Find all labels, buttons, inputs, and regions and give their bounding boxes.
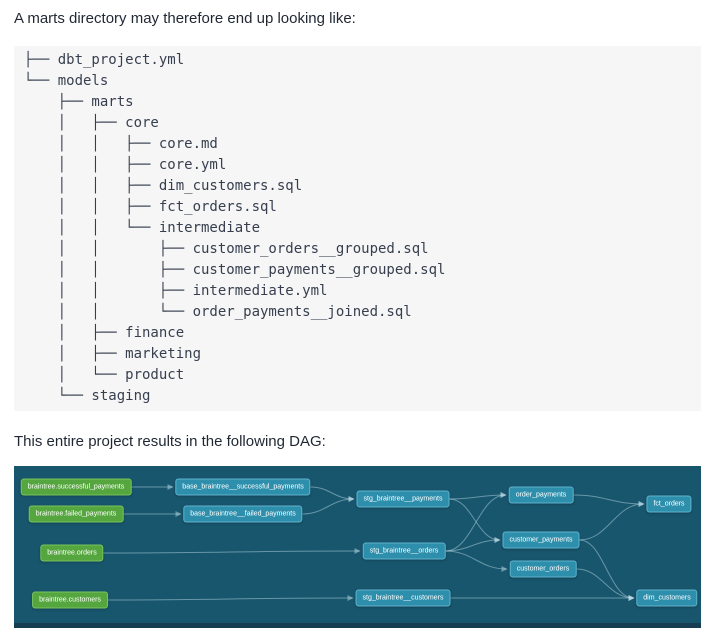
dag-edge-base_braintree__failed_payments-to-stg_braintree__payments [302, 496, 355, 515]
dag-node-stg_braintree__customers: stg_braintree__customers [355, 589, 451, 607]
dag-node-order_payments: order_payments [508, 486, 574, 504]
dag-edge-stg_braintree__orders-to-customer_payments [445, 537, 501, 552]
dag-node-braintree.failed_payments: braintree.failed_payments [28, 505, 124, 523]
dag-node-base_braintree__successful_payments: base_braintree__successful_payments [175, 478, 311, 496]
dag-node-stg_braintree__payments: stg_braintree__payments [356, 490, 450, 508]
dag-node-base_braintree__failed_payments: base_braintree__failed_payments [183, 505, 303, 523]
dag-node-stg_braintree__orders: stg_braintree__orders [362, 542, 446, 560]
dag-edge-stg_braintree__orders-to-order_payments [445, 492, 507, 552]
dag-edges [103, 484, 645, 602]
dag-edge-stg_braintree__payments-to-customer_payments [449, 498, 501, 543]
dag-node-dim_customers: dim_customers [636, 589, 698, 607]
dag-edge-braintree.orders-to-stg_braintree__orders [103, 548, 361, 555]
dag-node-braintree.successful_payments: braintree.successful_payments [20, 478, 132, 496]
dag-node-fct_orders: fct_orders [646, 495, 692, 513]
dag-footer-bar [14, 623, 701, 628]
dag-node-braintree.orders: braintree.orders [40, 544, 104, 562]
dag-edge-base_braintree__successful_payments-to-stg_braintree__payments [310, 486, 355, 502]
dag-edge-stg_braintree__payments-to-order_payments [449, 492, 507, 500]
dag-edge-customer_orders-to-dim_customers [576, 568, 635, 601]
intro-paragraph-1: A marts directory may therefore end up l… [14, 10, 356, 27]
dag-edge-customer_payments-to-dim_customers [579, 539, 635, 601]
directory-tree-code-block: ├── dbt_project.yml └── models ├── marts… [14, 46, 701, 411]
dag-edge-stg_braintree__orders-to-customer_orders [445, 550, 508, 572]
dag-image: braintree.successful_payments base_braint… [14, 466, 701, 628]
dag-edge-order_payments-to-fct_orders [573, 494, 645, 507]
dag-edge-customer_payments-to-fct_orders [579, 501, 645, 541]
dag-node-customer_payments: customer_payments [502, 531, 580, 549]
dag-node-braintree.customers: braintree.customers [32, 591, 108, 609]
dag-node-customer_orders: customer_orders [509, 560, 577, 578]
dag-edge-braintree.customers-to-stg_braintree__customers [107, 595, 354, 602]
intro-paragraph-2: This entire project results in the follo… [14, 433, 326, 450]
